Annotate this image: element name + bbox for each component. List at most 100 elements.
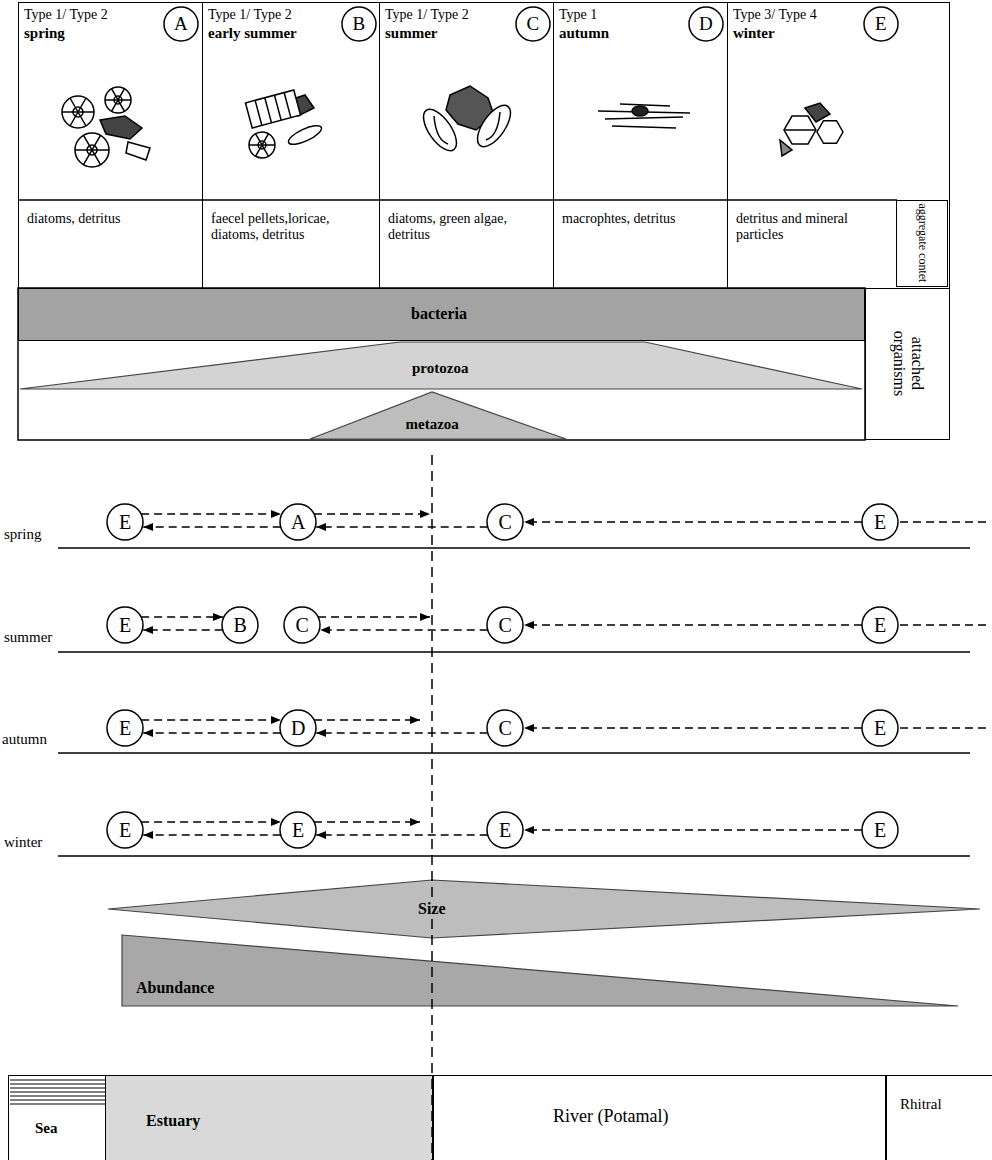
stage-circle-text: E [874, 717, 886, 740]
upstream-dash [900, 624, 990, 625]
stage-circle: A [279, 503, 317, 541]
stage-circle-text: B [234, 614, 247, 637]
pellet-illustration [256, 134, 269, 157]
flow-arrow [143, 526, 280, 527]
zone-box-text: River (Potamal) [553, 1106, 668, 1127]
circle-outline [280, 710, 316, 746]
circle-outline [487, 607, 523, 643]
stage-circle-text: C [499, 614, 512, 637]
stage-circle-text: C [499, 511, 512, 534]
stage-circle: E [279, 811, 317, 849]
estuary-boundary [431, 455, 433, 1160]
season-heading: autumn [559, 25, 609, 42]
estuary-boundary [431, 455, 433, 1160]
season-heading: winter [733, 25, 775, 42]
season-baseline [58, 855, 970, 857]
panel-divider [18, 199, 897, 201]
type-letter-circle: D [688, 6, 724, 42]
diatom-illustration [100, 116, 142, 139]
type-letter-circle-text: D [699, 13, 713, 35]
content-text: macrophtes, detritus [562, 211, 717, 227]
season-row-label: autumn [2, 731, 47, 748]
size-gradient-text: Size [415, 900, 449, 918]
circle-outline [516, 7, 550, 41]
abundance-gradient-outline [122, 935, 958, 1006]
circle-outline [107, 504, 143, 540]
season-row-label: summer [4, 629, 52, 646]
organisms-panel [18, 288, 865, 440]
pellet-illustration [274, 95, 281, 120]
stage-circle-text: C [296, 614, 309, 637]
flow-arrow [524, 829, 862, 830]
season-heading: summer [385, 25, 438, 42]
type-letter-circle-text: B [353, 13, 366, 35]
macrophyte-illustration [598, 104, 690, 128]
type-letter-circle-text: A [174, 13, 188, 35]
sea-hatching [10, 1084, 105, 1085]
wedge-outline [20, 342, 862, 389]
mineral-illustration [780, 140, 792, 156]
type-label: Type 1 [559, 7, 597, 23]
sea-hatching [10, 1096, 105, 1097]
pellet-illustration [286, 122, 324, 148]
export-arrow [314, 821, 420, 822]
pellet-illustration [255, 100, 262, 125]
flow-arrow [143, 732, 280, 733]
season-row-label: winter [4, 834, 42, 851]
flow-arrow [316, 732, 487, 733]
season-baseline [58, 651, 970, 653]
export-arrow [314, 719, 420, 720]
season-baseline [58, 547, 970, 549]
circle-outline [164, 7, 198, 41]
wedge-outline [108, 880, 980, 938]
stage-circle: E [861, 503, 899, 541]
circle-outline [862, 607, 898, 643]
season-baseline [58, 752, 970, 754]
column-header-box-text: aggregate contet [915, 203, 929, 283]
sea-hatching [10, 1088, 105, 1089]
type-label: Type 1/ Type 2 [385, 7, 469, 23]
algae-illustration [486, 112, 500, 140]
diatom-illustration [105, 87, 131, 113]
export-arrow [318, 616, 430, 617]
abundance-gradient: Abundance [122, 935, 958, 1006]
circle-outline [864, 7, 898, 41]
wedge-outline [122, 935, 958, 1006]
stage-circle-text: E [874, 511, 886, 534]
upstream-dash [900, 521, 990, 522]
stage-circle: C [486, 606, 524, 644]
stage-circle: D [279, 709, 317, 747]
flow-arrow [320, 629, 487, 630]
flow-arrow [524, 521, 862, 522]
stage-circle-text: E [874, 614, 886, 637]
macrophyte-illustration [605, 117, 683, 119]
macrophyte-illustration [632, 106, 648, 116]
sea-hatching [10, 1080, 105, 1081]
wedge-outline [310, 392, 566, 439]
circle-outline [487, 504, 523, 540]
zone-box-text: Sea [35, 1120, 58, 1137]
stage-circle-text: E [119, 819, 131, 842]
organism-band-text: bacteria [411, 305, 467, 323]
algae-illustration [434, 116, 448, 144]
mineral-illustration [784, 129, 816, 131]
circle-outline [107, 812, 143, 848]
pellet-illustration [284, 93, 291, 118]
abundance-gradient-text: Abundance [136, 979, 214, 997]
pellet-illustration [245, 90, 300, 128]
type-letter-circle: C [515, 6, 551, 42]
type-letter-circle: B [341, 6, 377, 42]
organisms-panel [18, 288, 865, 440]
pellet-illustration [245, 90, 323, 158]
diatom-illustration [70, 98, 86, 126]
flow-arrow [143, 629, 222, 630]
sea-hatching [10, 1080, 105, 1104]
circle-outline [862, 504, 898, 540]
type-label: Type 1/ Type 2 [24, 7, 108, 23]
type-letter-circle-text: E [875, 13, 887, 35]
stage-circle-text: E [119, 511, 131, 534]
aggregate-type-panel: Type 1/ Type 2springdiatoms, detritusA [18, 2, 203, 289]
stage-circle: B [221, 606, 259, 644]
aggregate-type-panel: Type 1/ Type 2early summerfaecel pellets… [202, 2, 380, 289]
